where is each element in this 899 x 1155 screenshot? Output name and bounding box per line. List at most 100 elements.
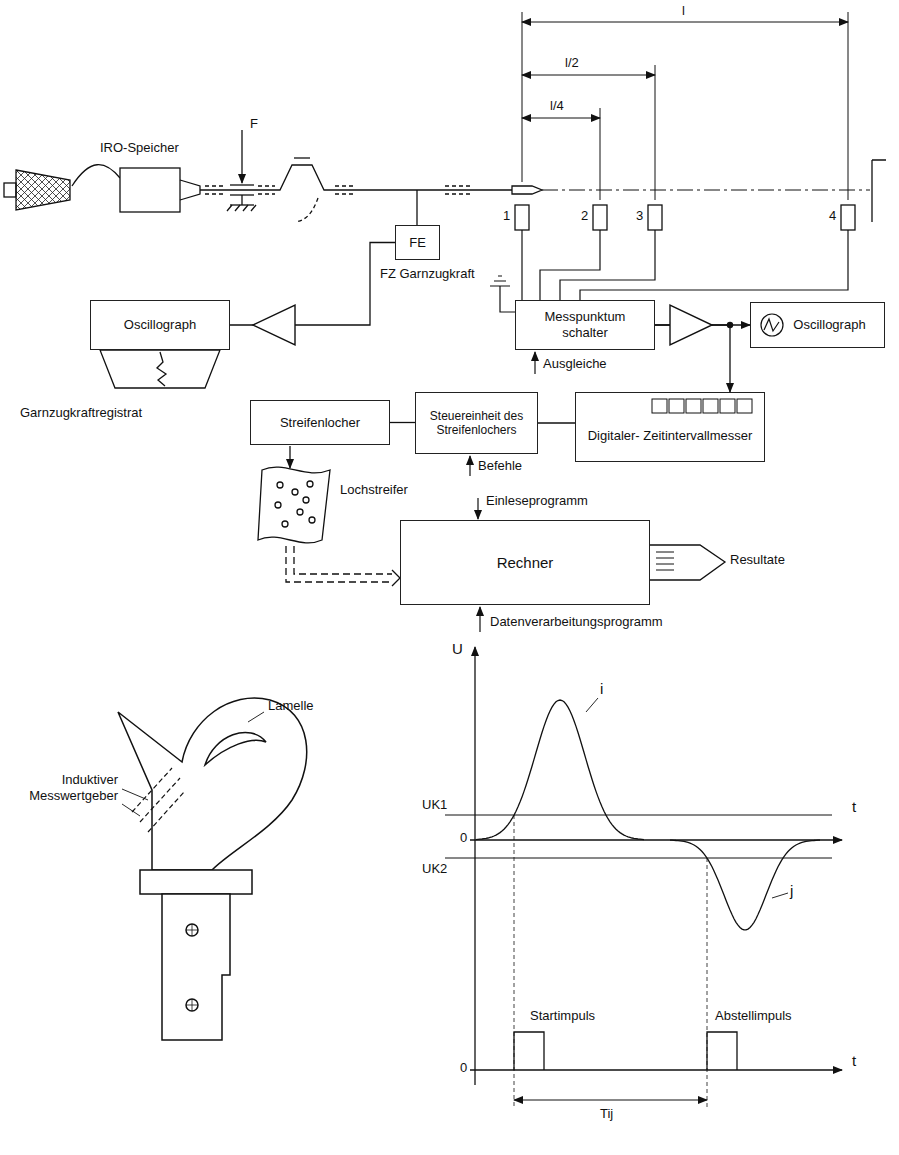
dimension-lines xyxy=(600,108,601,200)
lamella-drawing xyxy=(118,698,307,1040)
box-text: Messpunktum schalter xyxy=(522,309,648,340)
punched-tape xyxy=(286,546,392,582)
punched-tape xyxy=(282,521,288,527)
yarn-tensioner xyxy=(416,190,417,225)
input-arrows xyxy=(469,456,470,476)
part-label: 0 xyxy=(460,1060,467,1076)
part-label: 2 xyxy=(581,208,588,224)
lamella-drawing xyxy=(248,712,264,722)
sensor-coils xyxy=(841,205,855,230)
oscillograph-box: Oscillograph xyxy=(750,302,885,348)
part-label: Ausgleiche xyxy=(543,356,607,372)
sensor-coils xyxy=(593,205,607,230)
part-label: Befehle xyxy=(478,458,522,474)
output-printer xyxy=(650,545,725,580)
control-box: Steuereinheit des Streifenlochers xyxy=(415,392,538,454)
yarn-tensioner xyxy=(227,205,256,211)
sensor-wires xyxy=(521,230,522,300)
part-label: t xyxy=(852,798,856,816)
chart-recorder xyxy=(100,350,220,388)
lamella-drawing xyxy=(140,870,252,894)
part-label: Abstellimpuls xyxy=(715,1008,792,1024)
signal-connector xyxy=(538,422,575,423)
part-label: 1 xyxy=(503,208,510,224)
digital-display xyxy=(669,399,684,413)
box-text: Oscillograph xyxy=(793,317,865,333)
amplifier-symbol xyxy=(253,305,295,345)
yarn-path xyxy=(72,165,120,186)
amplifier-symbol xyxy=(670,305,712,345)
sensor-wires xyxy=(490,276,510,286)
yarn-tensioner xyxy=(241,195,242,205)
signal-graph xyxy=(445,647,842,1108)
output-printer xyxy=(650,545,725,580)
part-label: 3 xyxy=(636,208,643,224)
part-label: U xyxy=(452,640,463,658)
lamella-drawing xyxy=(162,894,230,1040)
punched-tape xyxy=(277,482,283,488)
part-label: Tij xyxy=(600,1106,613,1122)
sensor-wires xyxy=(534,352,535,374)
yarn-tensioner xyxy=(230,184,254,185)
switch-box: Messpunktum schalter xyxy=(515,300,655,350)
part-label: 0 xyxy=(460,830,467,846)
signal-connector xyxy=(230,243,395,326)
punched-tape xyxy=(258,467,330,543)
output-printer xyxy=(656,552,674,570)
yarn-tensioner xyxy=(296,198,318,222)
yarn-path xyxy=(872,160,886,222)
signal-graph xyxy=(707,1032,737,1070)
part-label: Lochstreifer xyxy=(340,482,408,498)
punched-tape xyxy=(303,497,309,503)
input-arrows xyxy=(479,607,480,632)
computer-box: Rechner xyxy=(400,520,650,605)
part-label: Garnzugkraftregistrat xyxy=(20,405,142,421)
part-label: 4 xyxy=(829,208,836,224)
amplifier-symbol xyxy=(728,323,733,328)
chart-recorder xyxy=(100,350,220,388)
part-label: l xyxy=(682,3,685,19)
digital-display xyxy=(703,399,718,413)
signal-pulse xyxy=(476,700,644,840)
signal-graph xyxy=(445,858,832,859)
signal-connector xyxy=(390,422,415,423)
lamella-drawing xyxy=(132,768,184,832)
dimension-lines xyxy=(522,75,655,76)
punched-tape xyxy=(309,517,315,523)
yarn-bobbin xyxy=(4,183,16,197)
punched-tape xyxy=(275,502,281,508)
punched-tape xyxy=(292,489,298,495)
signal-graph xyxy=(514,1100,707,1101)
part-label: t xyxy=(852,1052,856,1070)
box-text: Digitaler- Zeitintervallmesser xyxy=(588,428,753,444)
sensor-wires xyxy=(490,230,848,374)
part-label: Resultate xyxy=(730,552,785,568)
punch-box: Streifenlocher xyxy=(250,400,390,445)
sensor-coils xyxy=(515,205,855,230)
chart-recorder xyxy=(157,352,166,386)
signal-graph xyxy=(586,698,598,712)
lamella-drawing xyxy=(186,924,198,1011)
yarn-path xyxy=(200,165,512,190)
box-text: Streifenlocher xyxy=(280,415,360,431)
punched-tape xyxy=(307,481,313,487)
punched-tape xyxy=(297,509,303,515)
part-label: i xyxy=(600,680,603,698)
punched-tape xyxy=(289,446,290,468)
yarn-path xyxy=(512,186,542,194)
yarn-bobbin xyxy=(16,170,70,210)
part-label: Einleseprogramm xyxy=(486,493,588,509)
box-text: FE xyxy=(409,235,426,251)
dimension-lines xyxy=(848,12,849,200)
signal-pulse xyxy=(670,840,820,930)
yarn-bobbin xyxy=(4,170,70,210)
punched-tape xyxy=(258,446,400,586)
part-label: Startimpuls xyxy=(530,1008,595,1024)
dimension-lines xyxy=(655,65,656,200)
part-label: j xyxy=(790,882,793,900)
box-text: Steuereinheit des Streifenlochers xyxy=(422,409,531,438)
